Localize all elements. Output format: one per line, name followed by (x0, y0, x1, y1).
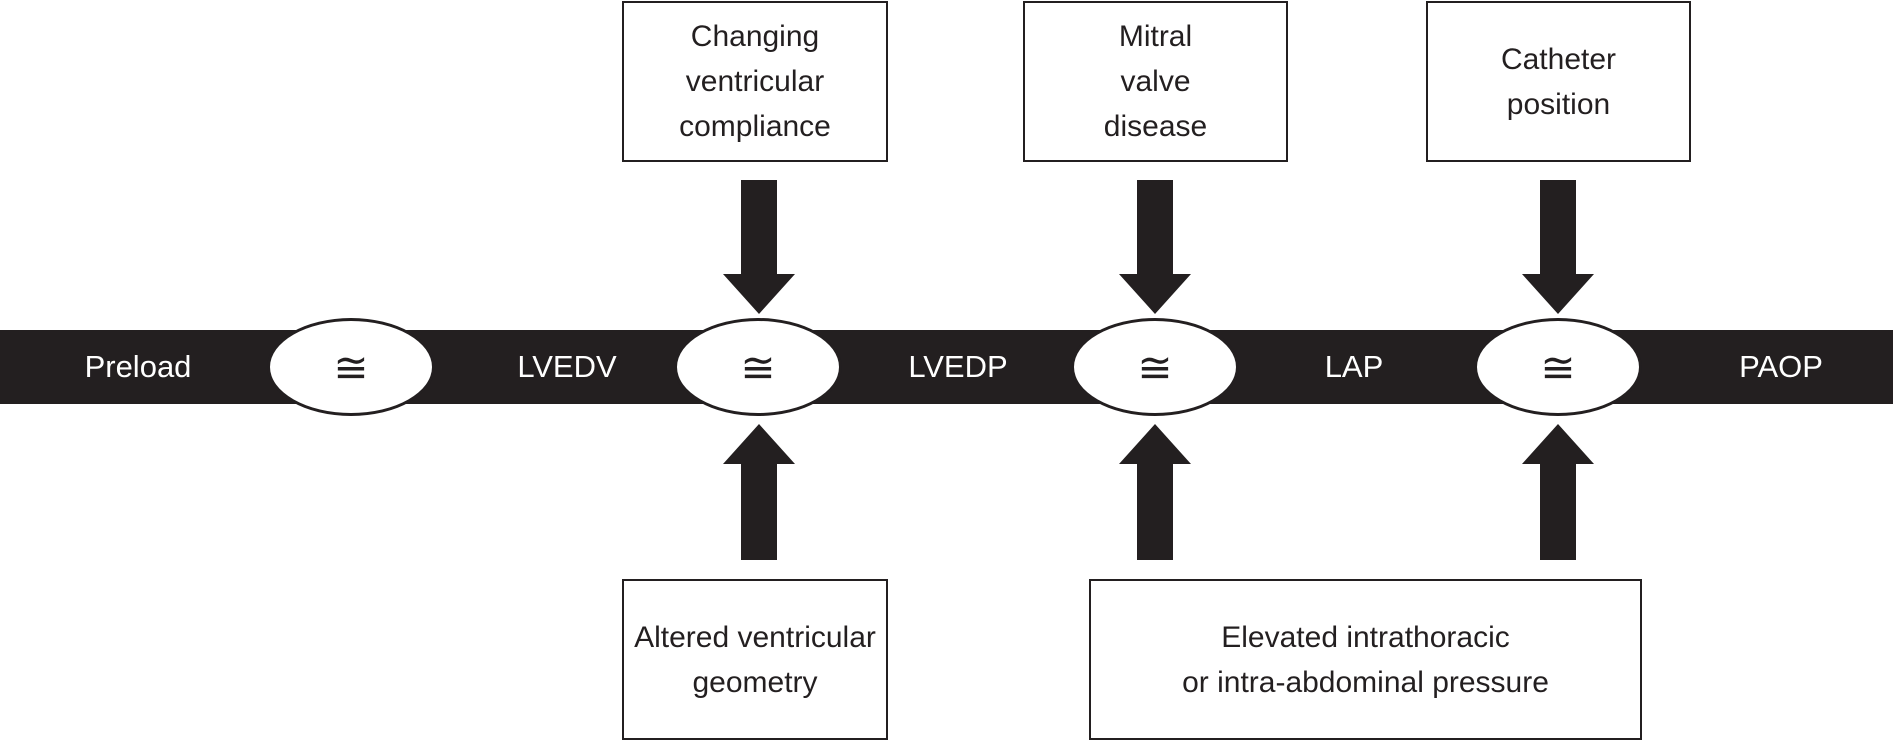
factor-text-line: Altered ventricular (634, 620, 876, 654)
node-paop: PAOP (1739, 349, 1823, 384)
factor-text-line: Changing (690, 20, 820, 53)
down-arrow-icon (723, 180, 795, 314)
factor-text-line: geometry (692, 665, 818, 699)
node-lap: LAP (1324, 349, 1384, 384)
factor-text-line: Mitral (1118, 20, 1193, 53)
factor-text-line: valve (1120, 65, 1191, 98)
node-preload: Preload (84, 349, 192, 384)
approx-equal-symbol-2: ≅ (674, 318, 842, 416)
factor-box-catheter-position: Catheter position (1426, 1, 1691, 162)
factor-box-intrathoracic-pressure: Elevated intrathoracic or intra-abdomina… (1089, 579, 1642, 740)
factor-text-line: disease (1103, 110, 1208, 143)
approx-equal-symbol-1: ≅ (267, 318, 435, 416)
down-arrow-icon (1522, 180, 1594, 314)
factor-box-mitral-valve-disease: Mitral valve disease (1023, 1, 1288, 162)
node-lvedv: LVEDV (517, 349, 617, 384)
factor-text-line: ventricular (685, 65, 825, 98)
up-arrow-icon (1119, 424, 1191, 560)
factor-text-line: or intra-abdominal pressure (1182, 665, 1549, 699)
approx-equal-symbol-3: ≅ (1071, 318, 1239, 416)
approx-equal-symbol-4: ≅ (1474, 318, 1642, 416)
up-arrow-icon (723, 424, 795, 560)
factor-box-ventricular-geometry: Altered ventricular geometry (622, 579, 888, 740)
factor-text-line: compliance (679, 110, 831, 143)
factor-text-line: Elevated intrathoracic (1221, 620, 1510, 654)
factor-text-line: position (1506, 87, 1611, 121)
factor-box-ventricular-compliance: Changing ventricular compliance (622, 1, 888, 162)
up-arrow-icon (1522, 424, 1594, 560)
node-lvedp: LVEDP (908, 349, 1008, 384)
down-arrow-icon (1119, 180, 1191, 314)
factor-text-line: Catheter (1500, 42, 1617, 76)
